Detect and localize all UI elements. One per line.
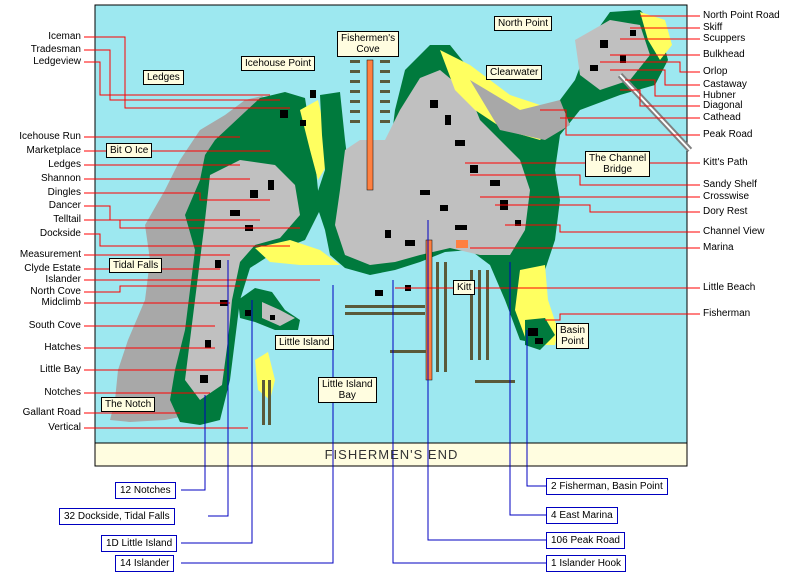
label-ledges: Ledges <box>143 70 184 85</box>
address-4-east-marina: 4 East Marina <box>546 507 618 524</box>
northpoint-beach <box>640 12 672 60</box>
buildings <box>200 30 636 383</box>
street-telltail: Telltail <box>53 214 81 225</box>
address-2-fisherman: 2 Fisherman, Basin Point <box>546 478 668 495</box>
street-skiff: Skiff <box>703 22 723 33</box>
cove-pier <box>366 59 374 191</box>
address-1d-little-island: 1D Little Island <box>101 535 178 552</box>
street-crosswise: Crosswise <box>703 191 750 202</box>
street-bulkhead: Bulkhead <box>703 49 745 60</box>
street-north-point-road: North Point Road <box>703 10 780 21</box>
label-icehouse-point: Icehouse Point <box>241 56 316 71</box>
street-icehouse-run: Icehouse Run <box>19 131 81 142</box>
label-the-notch: The Notch <box>101 397 156 412</box>
address-1-islander-hook: 1 Islander Hook <box>546 555 627 572</box>
label-little-island-bay: Little Island Bay <box>318 377 377 403</box>
label-fishermens-cove: Fishermen's Cove <box>337 31 400 57</box>
label-tidal-falls: Tidal Falls <box>109 258 163 273</box>
street-little-bay: Little Bay <box>39 364 81 375</box>
street-islander: Islander <box>45 274 81 285</box>
street-little-beach: Little Beach <box>703 282 756 293</box>
label-basin-point: Basin Point <box>556 323 590 349</box>
address-106-peak-road: 106 Peak Road <box>546 532 625 549</box>
address-14-islander: 14 Islander <box>115 555 175 572</box>
street-dockside: Dockside <box>39 228 81 239</box>
street-tradesman: Tradesman <box>30 44 81 55</box>
label-channel-bridge: The Channel Bridge <box>585 151 651 177</box>
street-diagonal: Diagonal <box>703 100 743 111</box>
peak-road-pier <box>425 239 433 381</box>
street-shannon: Shannon <box>40 173 81 184</box>
street-orlop: Orlop <box>703 66 728 77</box>
street-dingles: Dingles <box>47 187 81 198</box>
street-kitts-path: Kitt's Path <box>703 157 748 168</box>
street-hatches: Hatches <box>44 342 81 353</box>
left-leaders <box>84 36 320 429</box>
street-sandy-shelf: Sandy Shelf <box>703 179 757 190</box>
street-notches: Notches <box>44 387 81 398</box>
street-iceman: Iceman <box>48 31 81 42</box>
street-channel-view: Channel View <box>703 226 765 237</box>
street-clyde-estate: Clyde Estate <box>24 263 81 274</box>
street-dory-rest: Dory Rest <box>703 206 748 217</box>
label-bit-o-ice: Bit O Ice <box>106 143 153 158</box>
street-castaway: Castaway <box>703 79 747 90</box>
street-marketplace: Marketplace <box>26 145 81 156</box>
street-fisherman: Fisherman <box>703 308 751 319</box>
label-clearwater: Clearwater <box>486 65 543 80</box>
street-scuppers: Scuppers <box>703 33 746 44</box>
street-marina: Marina <box>703 242 734 253</box>
street-north-cove: North Cove <box>30 286 81 297</box>
street-cathead: Cathead <box>703 112 741 123</box>
street-ledges: Ledges <box>48 159 81 170</box>
label-little-island: Little Island <box>275 335 334 350</box>
docks <box>262 60 515 425</box>
central-town <box>335 70 530 265</box>
address-12-notches: 12 Notches <box>115 482 176 499</box>
address-leaders <box>181 220 548 564</box>
street-ledgeview: Ledgeview <box>33 56 81 67</box>
label-north-point: North Point <box>494 16 553 31</box>
street-south-cove: South Cove <box>28 320 81 331</box>
title-bar <box>94 442 688 467</box>
street-dancer: Dancer <box>48 200 81 211</box>
street-measurement: Measurement <box>19 249 81 260</box>
street-gallant-road: Gallant Road <box>22 407 81 418</box>
street-midclimb: Midclimb <box>41 297 81 308</box>
right-leaders <box>395 15 700 321</box>
street-peak-road: Peak Road <box>703 129 753 140</box>
map-title: FISHERMEN'S END <box>324 447 459 462</box>
street-hubner: Hubner <box>703 90 736 101</box>
street-vertical: Vertical <box>48 422 81 433</box>
label-kitt: Kitt <box>453 280 476 295</box>
address-32-dockside: 32 Dockside, Tidal Falls <box>59 508 175 525</box>
